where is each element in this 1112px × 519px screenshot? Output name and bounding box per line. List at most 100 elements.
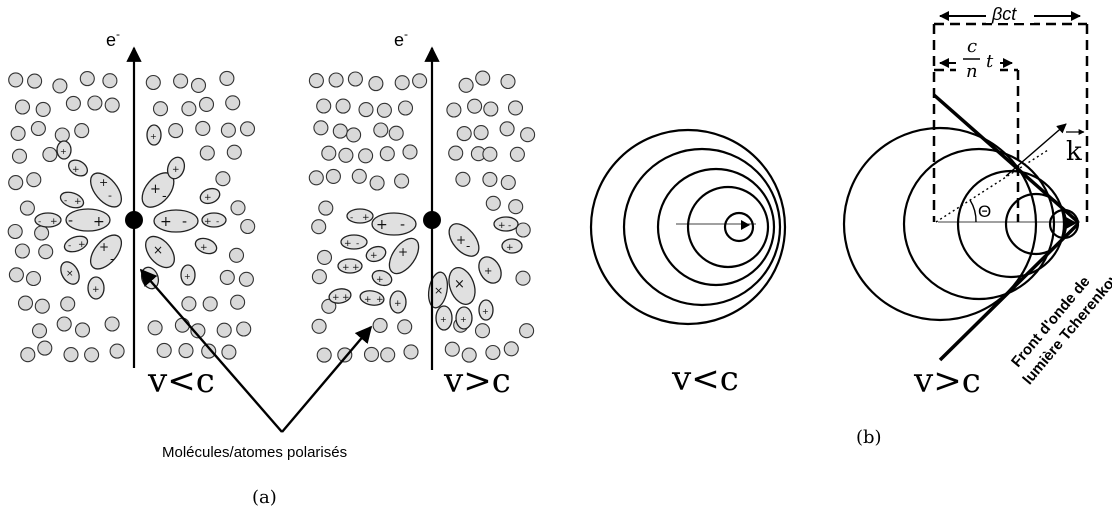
cherenkov-cone-upper xyxy=(932,93,1080,224)
svg-text:+: + xyxy=(332,293,340,303)
speed-label-superluminal-b: v>c xyxy=(913,361,981,401)
molecule xyxy=(84,347,100,363)
molecule xyxy=(448,145,464,161)
svg-text:+: + xyxy=(484,266,492,277)
polarized-molecule xyxy=(371,269,393,287)
molecule xyxy=(230,294,246,310)
polarized-molecule xyxy=(153,209,199,233)
molecule xyxy=(147,320,163,336)
molecule xyxy=(316,98,332,114)
polarized-molecule xyxy=(60,261,80,285)
svg-text:-: - xyxy=(400,217,405,233)
molecule xyxy=(65,95,81,111)
molecule xyxy=(20,347,36,363)
molecule xyxy=(102,73,118,89)
wave-circle xyxy=(902,147,1056,301)
svg-text:-: - xyxy=(466,239,470,253)
molecule xyxy=(240,218,256,235)
molecule xyxy=(485,195,501,211)
molecule xyxy=(216,322,232,338)
molecule xyxy=(7,223,23,240)
molecules-left-medium xyxy=(7,70,256,363)
molecule xyxy=(104,97,120,113)
molecule xyxy=(316,347,332,363)
molecule xyxy=(239,121,256,137)
speed-label-superluminal-a: v>c xyxy=(443,361,511,401)
svg-text:+: + xyxy=(160,214,172,230)
polarized-molecule xyxy=(359,290,385,306)
cn-numerator: c xyxy=(967,36,977,57)
polarized-molecule xyxy=(59,191,85,209)
molecule xyxy=(42,146,58,163)
beta-ct-label: βct xyxy=(991,4,1017,24)
molecule xyxy=(363,346,380,362)
molecule xyxy=(379,146,395,162)
molecule xyxy=(321,298,337,314)
svg-text:+: + xyxy=(376,295,384,305)
molecule xyxy=(351,168,367,184)
molecule xyxy=(79,71,95,87)
polarized-molecule xyxy=(89,172,123,208)
molecule xyxy=(198,96,215,112)
svg-text:+: + xyxy=(99,176,108,189)
svg-text:×: × xyxy=(153,243,163,257)
svg-text:+: + xyxy=(72,165,80,175)
molecule xyxy=(109,343,125,359)
molecule xyxy=(52,78,68,94)
molecule xyxy=(412,73,428,89)
svg-text:-: - xyxy=(162,189,167,204)
svg-text:+: + xyxy=(398,245,408,259)
molecule xyxy=(215,171,231,187)
polarized-molecule xyxy=(501,238,523,254)
polarized-molecule xyxy=(146,124,162,146)
theta-arc xyxy=(969,199,977,223)
molecule xyxy=(168,123,184,139)
svg-text:-: - xyxy=(508,221,511,231)
molecule xyxy=(37,340,53,356)
polarized-molecule xyxy=(199,187,221,205)
molecule xyxy=(30,120,46,137)
wave-circle xyxy=(656,167,776,287)
wave-circle xyxy=(842,126,1038,322)
svg-text:+: + xyxy=(78,240,86,250)
molecule xyxy=(311,219,327,235)
molecule xyxy=(500,174,516,191)
svg-text:+: + xyxy=(352,263,360,273)
polarized-molecules-caption: Molécules/atomes polarisés xyxy=(162,444,347,461)
wave-circle xyxy=(622,147,782,307)
molecule xyxy=(74,322,91,338)
svg-text:-: - xyxy=(110,252,114,266)
molecule xyxy=(474,323,491,339)
polarized-molecule xyxy=(340,234,368,250)
molecule xyxy=(178,343,194,359)
polarized-molecule xyxy=(388,237,420,275)
molecule xyxy=(174,317,190,333)
polarized-molecule xyxy=(166,156,186,180)
molecule xyxy=(347,71,363,87)
svg-text:+: + xyxy=(376,275,384,285)
polarized-molecule xyxy=(201,212,227,228)
polarized-molecule xyxy=(478,299,494,321)
svg-text:+: + xyxy=(92,285,100,295)
svg-text:-: - xyxy=(182,214,187,230)
molecule xyxy=(34,225,50,241)
wave-circle xyxy=(956,169,1066,279)
particle-marker-superluminal xyxy=(1066,217,1077,229)
molecule xyxy=(508,199,524,215)
molecule xyxy=(483,101,499,117)
molecule xyxy=(14,243,30,259)
molecule xyxy=(316,249,333,265)
polarized-molecule xyxy=(65,208,111,232)
molecule xyxy=(380,347,396,363)
plus-sign: + xyxy=(93,214,105,230)
molecule xyxy=(226,144,242,160)
molecule xyxy=(458,77,474,93)
electron-label-right: e- xyxy=(394,27,408,50)
electron-label-left: e- xyxy=(106,27,120,50)
svg-text:+: + xyxy=(370,251,378,261)
molecule xyxy=(228,247,245,263)
molecule xyxy=(190,77,207,93)
svg-text:+: + xyxy=(362,213,370,223)
molecule xyxy=(397,319,413,335)
